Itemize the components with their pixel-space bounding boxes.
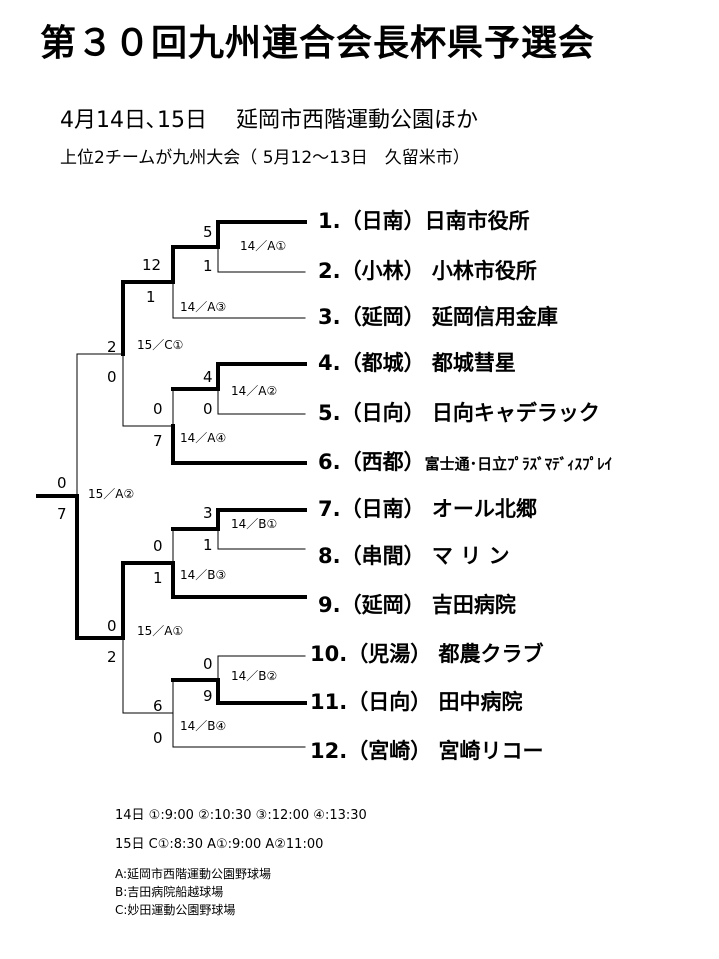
- score-g6-bottom: 1: [203, 536, 213, 554]
- score-g1-bottom: 1: [203, 257, 213, 275]
- team-7: 7.（日南） オール北郷: [318, 497, 537, 521]
- score-g4-top: 0: [153, 400, 163, 418]
- score-g3-top: 4: [203, 368, 213, 386]
- team-9: 9.（延岡） 吉田病院: [318, 593, 516, 617]
- game-code-g8: 14／B②: [231, 669, 278, 683]
- schedule-day-14: 14日 ①:9:00 ②:10:30 ③:12:00 ④:13:30: [115, 808, 367, 823]
- schedule-day-15: 15日 C①:8:30 A①:9:00 A②11:00: [115, 837, 324, 852]
- team-4: 4.（都城） 都城彗星: [318, 351, 516, 375]
- score-final-bottom: 7: [57, 505, 67, 523]
- score-g5-bottom: 0: [107, 368, 117, 386]
- winner-path-kitago-r1: [171, 508, 307, 531]
- score-g10-top: 0: [107, 617, 117, 635]
- team-6-sponsor: 富士通･日立ﾌﾟﾗｽﾞﾏﾃﾞｨｽﾌﾟﾚｲ: [424, 455, 613, 473]
- score-g6-top: 3: [203, 504, 213, 522]
- location-b: B:吉田病院船越球場: [115, 885, 224, 899]
- team-1: 1.（日南）日南市役所: [318, 209, 530, 233]
- event-dates-venue: 4月14日､15日 延岡市西階運動公園ほか: [60, 108, 478, 133]
- score-g4-bottom: 7: [153, 432, 163, 450]
- score-g9-top: 6: [153, 697, 163, 715]
- winner-path-saito-r2: [171, 424, 307, 465]
- location-c: C:妙田運動公園野球場: [115, 903, 236, 917]
- game-code-g3: 14／A②: [231, 384, 278, 398]
- team-12: 12.（宮崎） 宮崎リコー: [310, 739, 544, 763]
- score-g9-bottom: 0: [153, 729, 163, 747]
- game-code-final: 15／A②: [88, 487, 135, 501]
- score-g3-bottom: 0: [203, 400, 213, 418]
- score-g8-top: 0: [203, 655, 213, 673]
- score-g1-top: 5: [203, 223, 213, 241]
- team-6: 6.（西都）富士通･日立ﾌﾟﾗｽﾞﾏﾃﾞｨｽﾌﾟﾚｲ: [318, 452, 612, 473]
- team-8: 8.（串間） マ リ ン: [318, 544, 510, 568]
- score-g8-bottom: 9: [203, 687, 213, 705]
- team-2: 2.（小林） 小林市役所: [318, 259, 537, 283]
- game-code-g9: 14／B④: [180, 719, 227, 733]
- game-code-g2: 14／A③: [180, 300, 227, 314]
- qualification-note: 上位2チームが九州大会（ 5月12～13日 久留米市）: [60, 148, 470, 168]
- page-title: 第３０回九州連合会長杯県予選会: [40, 23, 596, 64]
- location-a: A:延岡市西階運動公園野球場: [115, 867, 272, 881]
- team-3: 3.（延岡） 延岡信用金庫: [318, 305, 558, 329]
- winner-path-nichinan-r1: [171, 220, 307, 249]
- game-code-g7: 14／B③: [180, 568, 227, 582]
- winner-path-tanaka-r1: [171, 678, 307, 705]
- game-code-g5: 15／C①: [137, 338, 184, 352]
- team-10: 10.（児湯） 都農クラブ: [310, 642, 544, 666]
- game-code-g10: 15／A①: [137, 624, 184, 638]
- score-g2-bottom: 1: [146, 288, 156, 306]
- score-g2-top: 12: [142, 256, 162, 274]
- score-final-top: 0: [57, 474, 67, 492]
- score-g10-bottom: 2: [107, 648, 117, 666]
- team-5: 5.（日向） 日向キャデラック: [318, 401, 600, 425]
- team-11: 11.（日向） 田中病院: [310, 690, 523, 714]
- game-code-g1: 14／A①: [240, 239, 287, 253]
- score-g5-top: 2: [107, 338, 117, 356]
- game-code-g4: 14／A④: [180, 431, 227, 445]
- team-6-label: 6.（西都）: [318, 450, 425, 474]
- score-g7-top: 0: [153, 537, 163, 555]
- score-g7-bottom: 1: [153, 569, 163, 587]
- game-code-g6: 14／B①: [231, 517, 278, 531]
- winner-path-miyakonojo-r1: [171, 362, 307, 391]
